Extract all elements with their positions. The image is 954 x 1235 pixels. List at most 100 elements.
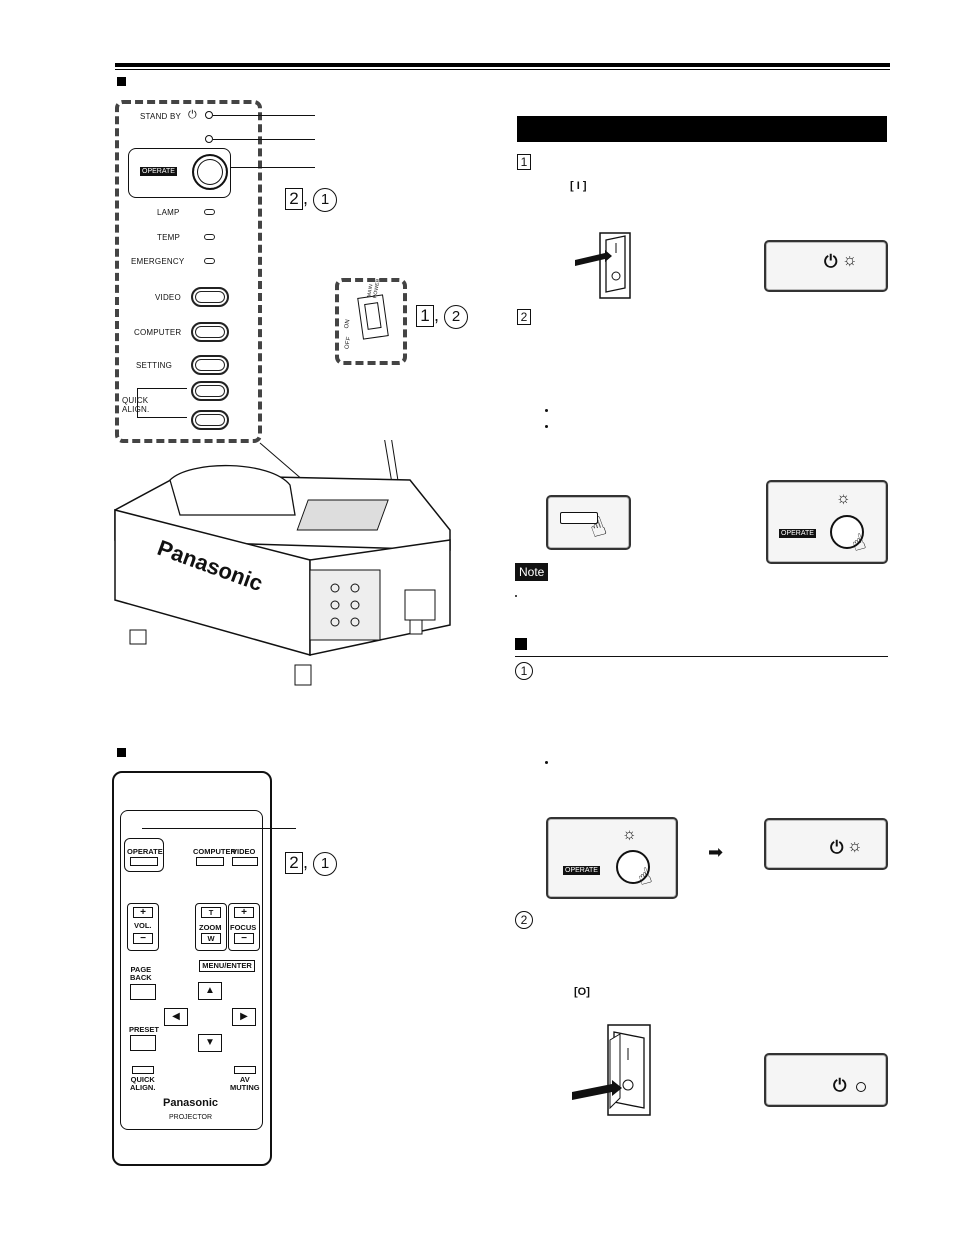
led-lit-icon: ☼ [847,836,863,855]
dpad-down-button[interactable]: ▼ [198,1034,222,1052]
focus-plus-button[interactable]: + [234,907,254,918]
standby-indicator-panel-blink [764,818,888,870]
leader-line [231,167,315,168]
lamp-label: LAMP [157,208,180,217]
temp-led [204,234,215,240]
quick-align-label: QUICK ALIGN. [122,396,150,414]
vol-minus-button[interactable]: − [133,933,153,944]
remote-computer-label: COMPUTER [193,847,236,856]
power-symbol-icon: ⏻ [833,1076,847,1095]
focus-minus-button[interactable]: − [234,933,254,944]
menu-enter-button[interactable]: MENU/ENTER [199,960,255,972]
remote-control [112,771,272,1166]
emergency-led [204,258,215,264]
small-button [560,512,598,524]
remote-operate-button[interactable] [130,857,158,866]
arrow-up-icon: ▲ [205,985,215,996]
remote-video-button[interactable] [232,857,258,866]
computer-button[interactable] [191,322,229,342]
av-muting-label: AV MUTING [230,1075,260,1092]
arrow-right-icon: ➡ [708,842,724,862]
dpad-up-button[interactable]: ▲ [198,982,222,1000]
leader-line [142,828,296,829]
switch-off-illustration [572,1024,651,1116]
bullet [545,425,548,428]
remote-inner [120,810,263,1130]
top-rule [115,63,890,67]
note-label: Note [515,563,549,581]
on-mark: [ I ] [570,180,587,192]
section-rule [515,656,888,657]
callout-2-1-remote: 2, 1 [285,852,338,876]
step-circ-2: 2 [515,911,533,929]
led-lit-icon: ☼ [622,826,637,843]
section-marker [515,638,527,650]
page-back-label: PAGE BACK [130,965,152,982]
switch-on-illustration [575,232,631,299]
step-2-marker: 2 [517,309,531,325]
zoom-group [195,903,227,951]
leader-line [213,139,315,140]
setting-button[interactable] [191,355,229,375]
dpad-left-button[interactable]: ◀ [164,1008,188,1026]
operate-label: OPERATE [140,167,177,176]
standby-indicator-panel-off [764,1053,888,1107]
zoom-label: ZOOM [199,923,222,932]
power-symbol-icon: ⏻ [824,252,838,271]
top-rule-thin [115,69,890,70]
bracket-line [137,388,187,418]
lamp-led [204,209,215,215]
operate-press-illustration [546,817,678,899]
power-symbol-icon: ⏻ [188,109,197,121]
arrow-right-icon: ▶ [240,1011,248,1022]
led-lit-icon: ☼ [836,490,851,507]
section-header-bar [517,116,887,142]
remote-brand: Panasonic [163,1097,219,1109]
main-power-panel [335,278,407,365]
remote-operate-highlight [124,838,164,872]
dpad: ▲ ◀ ▶ ▼ [162,980,258,1054]
vol-label: VOL. [134,921,152,930]
quick-align-minus-button[interactable] [191,410,229,430]
projector-illustration [114,440,451,686]
arrow-down-icon: ▼ [205,1037,215,1048]
stand-by-label: STAND BY [140,112,182,121]
operate-round-button [616,850,650,884]
quick-align-label: QUICK ALIGN. [130,1075,156,1092]
remote-operate-label: OPERATE [127,847,163,856]
callout-1-2: 1, 2 [416,305,469,329]
computer-label: COMPUTER [134,328,182,337]
video-label: VIDEO [155,293,181,302]
vol-plus-button[interactable]: + [133,907,153,918]
led-off-icon [856,1082,866,1092]
preset-button[interactable] [130,1035,156,1051]
video-button[interactable] [191,287,229,307]
connector-panel [309,569,381,641]
step-1-marker: 1 [517,154,531,170]
callout-2-1: 2, 1 [285,188,338,212]
setting-label: SETTING [136,361,173,370]
operate-group [128,148,231,198]
dpad-right-button[interactable]: ▶ [232,1008,256,1026]
operate-panel-illustration [766,480,888,564]
stand-by-led [205,111,213,119]
focus-group [228,903,260,951]
quick-align-plus-button[interactable] [191,381,229,401]
remote-computer-button[interactable] [196,857,224,866]
av-muting-button[interactable] [234,1066,256,1074]
operate-round-button [830,515,864,549]
bullet [545,409,548,412]
operate-button[interactable] [192,154,228,190]
zoom-t-button[interactable]: T [201,907,221,918]
step-circ-1: 1 [515,662,533,680]
page-back-button[interactable] [130,984,156,1000]
operate-led [205,135,213,143]
top-panel [296,499,389,531]
remote-video-label: VIDEO [232,847,256,856]
emergency-label: EMERGENCY [131,257,185,266]
leader-line [213,115,315,116]
lens-housing [169,464,296,516]
quick-align-button[interactable] [132,1066,154,1074]
zoom-w-button[interactable]: W [201,933,221,944]
led-lit-icon: ☼ [842,250,858,269]
